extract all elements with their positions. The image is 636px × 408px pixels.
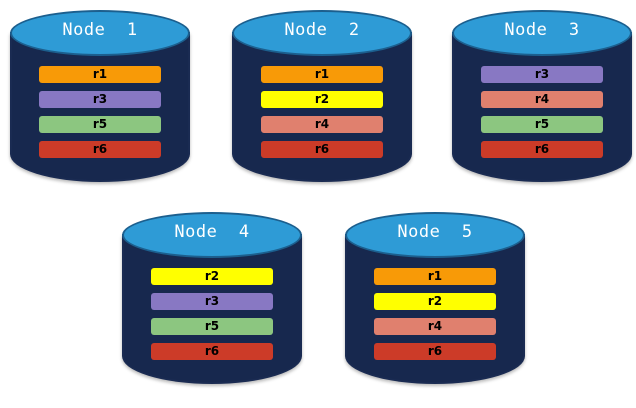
replica-bar-r2: r2: [261, 91, 383, 108]
replica-bar-r3: r3: [151, 293, 273, 310]
replica-bar-r3: r3: [481, 66, 603, 83]
replica-bar-r5: r5: [39, 116, 161, 133]
node-cylinder-1: Node 1 r1 r3 r5 r6: [10, 10, 190, 186]
replica-bar-r6: r6: [151, 343, 273, 360]
replica-bar-r1: r1: [261, 66, 383, 83]
replica-list: r2 r3 r5 r6: [122, 268, 302, 360]
node-label: Node 1: [62, 20, 138, 40]
replica-bar-r6: r6: [261, 141, 383, 158]
replica-list: r1 r2 r4 r6: [232, 66, 412, 158]
cylinder-top-ellipse: [122, 212, 302, 258]
node-label: Node 3: [504, 20, 580, 40]
cylinder-top-ellipse: [10, 10, 190, 56]
replica-bar-r4: r4: [481, 91, 603, 108]
replica-list: r1 r3 r5 r6: [10, 66, 190, 158]
node-cylinder-4: Node 4 r2 r3 r5 r6: [122, 212, 302, 388]
replica-bar-r5: r5: [481, 116, 603, 133]
node-label: Node 2: [284, 20, 360, 40]
replica-bar-r6: r6: [374, 343, 496, 360]
cylinder-top-ellipse: [452, 10, 632, 56]
cylinder-top-ellipse: [232, 10, 412, 56]
node-cylinder-2: Node 2 r1 r2 r4 r6: [232, 10, 412, 186]
replica-list: r3 r4 r5 r6: [452, 66, 632, 158]
node-label: Node 5: [397, 222, 473, 242]
replica-bar-r2: r2: [151, 268, 273, 285]
replica-bar-r5: r5: [151, 318, 273, 335]
node-cylinder-3: Node 3 r3 r4 r5 r6: [452, 10, 632, 186]
replica-bar-r2: r2: [374, 293, 496, 310]
replica-bar-r4: r4: [261, 116, 383, 133]
replica-bar-r6: r6: [39, 141, 161, 158]
replica-bar-r1: r1: [374, 268, 496, 285]
node-cylinder-5: Node 5 r1 r2 r4 r6: [345, 212, 525, 388]
node-label: Node 4: [174, 222, 250, 242]
replica-list: r1 r2 r4 r6: [345, 268, 525, 360]
replica-bar-r3: r3: [39, 91, 161, 108]
replica-bar-r1: r1: [39, 66, 161, 83]
replica-bar-r6: r6: [481, 141, 603, 158]
cylinder-top-ellipse: [345, 212, 525, 258]
replica-bar-r4: r4: [374, 318, 496, 335]
